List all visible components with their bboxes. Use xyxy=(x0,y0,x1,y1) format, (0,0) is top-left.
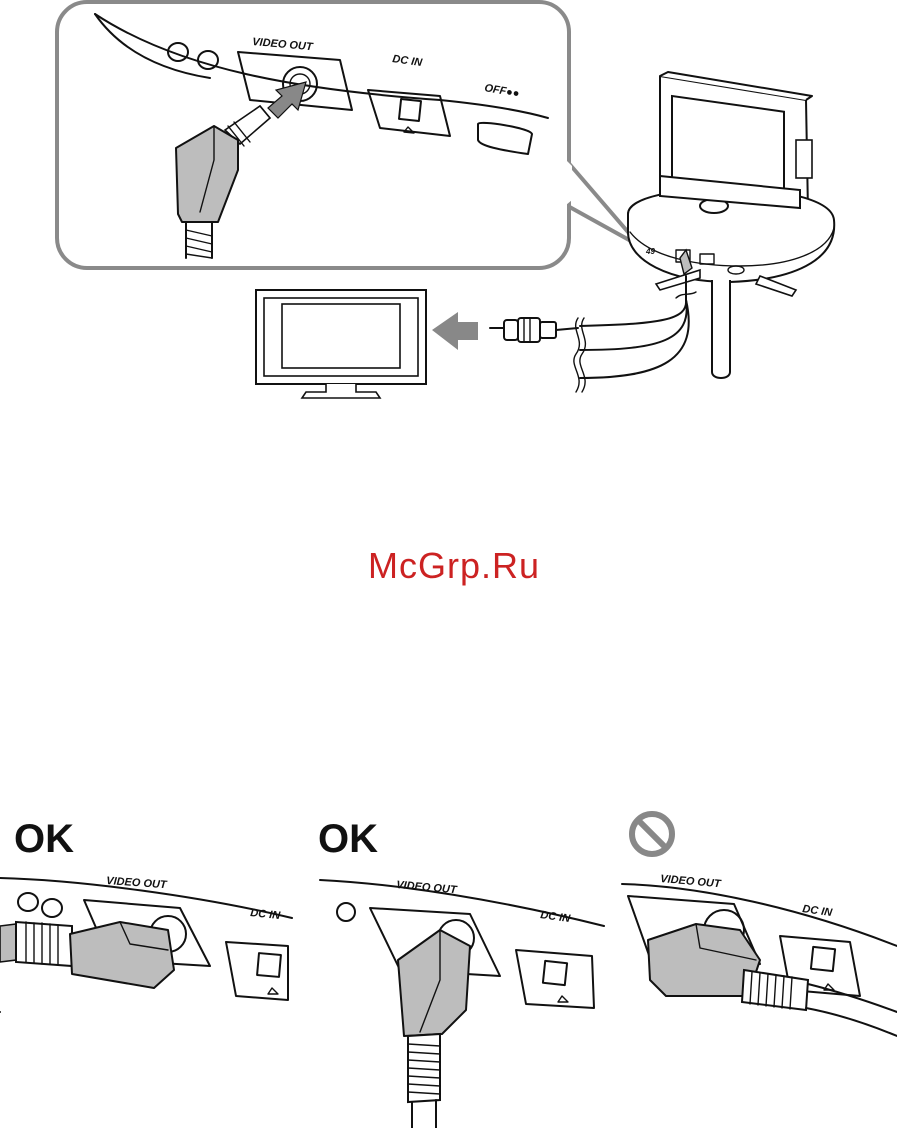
ok-label-1: OK xyxy=(14,817,74,861)
prohibited-icon xyxy=(632,814,672,854)
dc-in-label-2: DC IN xyxy=(540,909,572,925)
video-out-label-1: VIDEO OUT xyxy=(106,875,168,891)
plug-1 xyxy=(70,922,174,988)
watermark-text: McGrp.Ru xyxy=(368,545,540,586)
av-cable xyxy=(574,276,696,392)
connection-overview: VIDEO OUT DC IN OFF●● xyxy=(57,2,834,398)
tv-icon xyxy=(256,290,426,398)
example-panel-ok-horizontal: OK VIDEO OUT DC IN xyxy=(0,817,292,1012)
example-panel-prohibited: VIDEO OUT DC IN xyxy=(622,814,897,1036)
cradle-mini-label: 49 xyxy=(645,247,655,256)
dc-in-label-1: DC IN xyxy=(250,907,282,922)
example-panel-ok-vertical: OK VIDEO OUT DC IN xyxy=(318,817,604,1128)
ok-label-2: OK xyxy=(318,817,378,861)
video-out-label-2: VIDEO OUT xyxy=(396,879,459,896)
plug-2 xyxy=(398,930,470,1036)
cradle-with-camera: 49 xyxy=(628,72,834,378)
signal-arrow-icon xyxy=(432,312,478,350)
rca-plug xyxy=(490,318,578,342)
dc-in-label-3: DC IN xyxy=(802,903,834,919)
camera-side-button xyxy=(796,140,812,178)
